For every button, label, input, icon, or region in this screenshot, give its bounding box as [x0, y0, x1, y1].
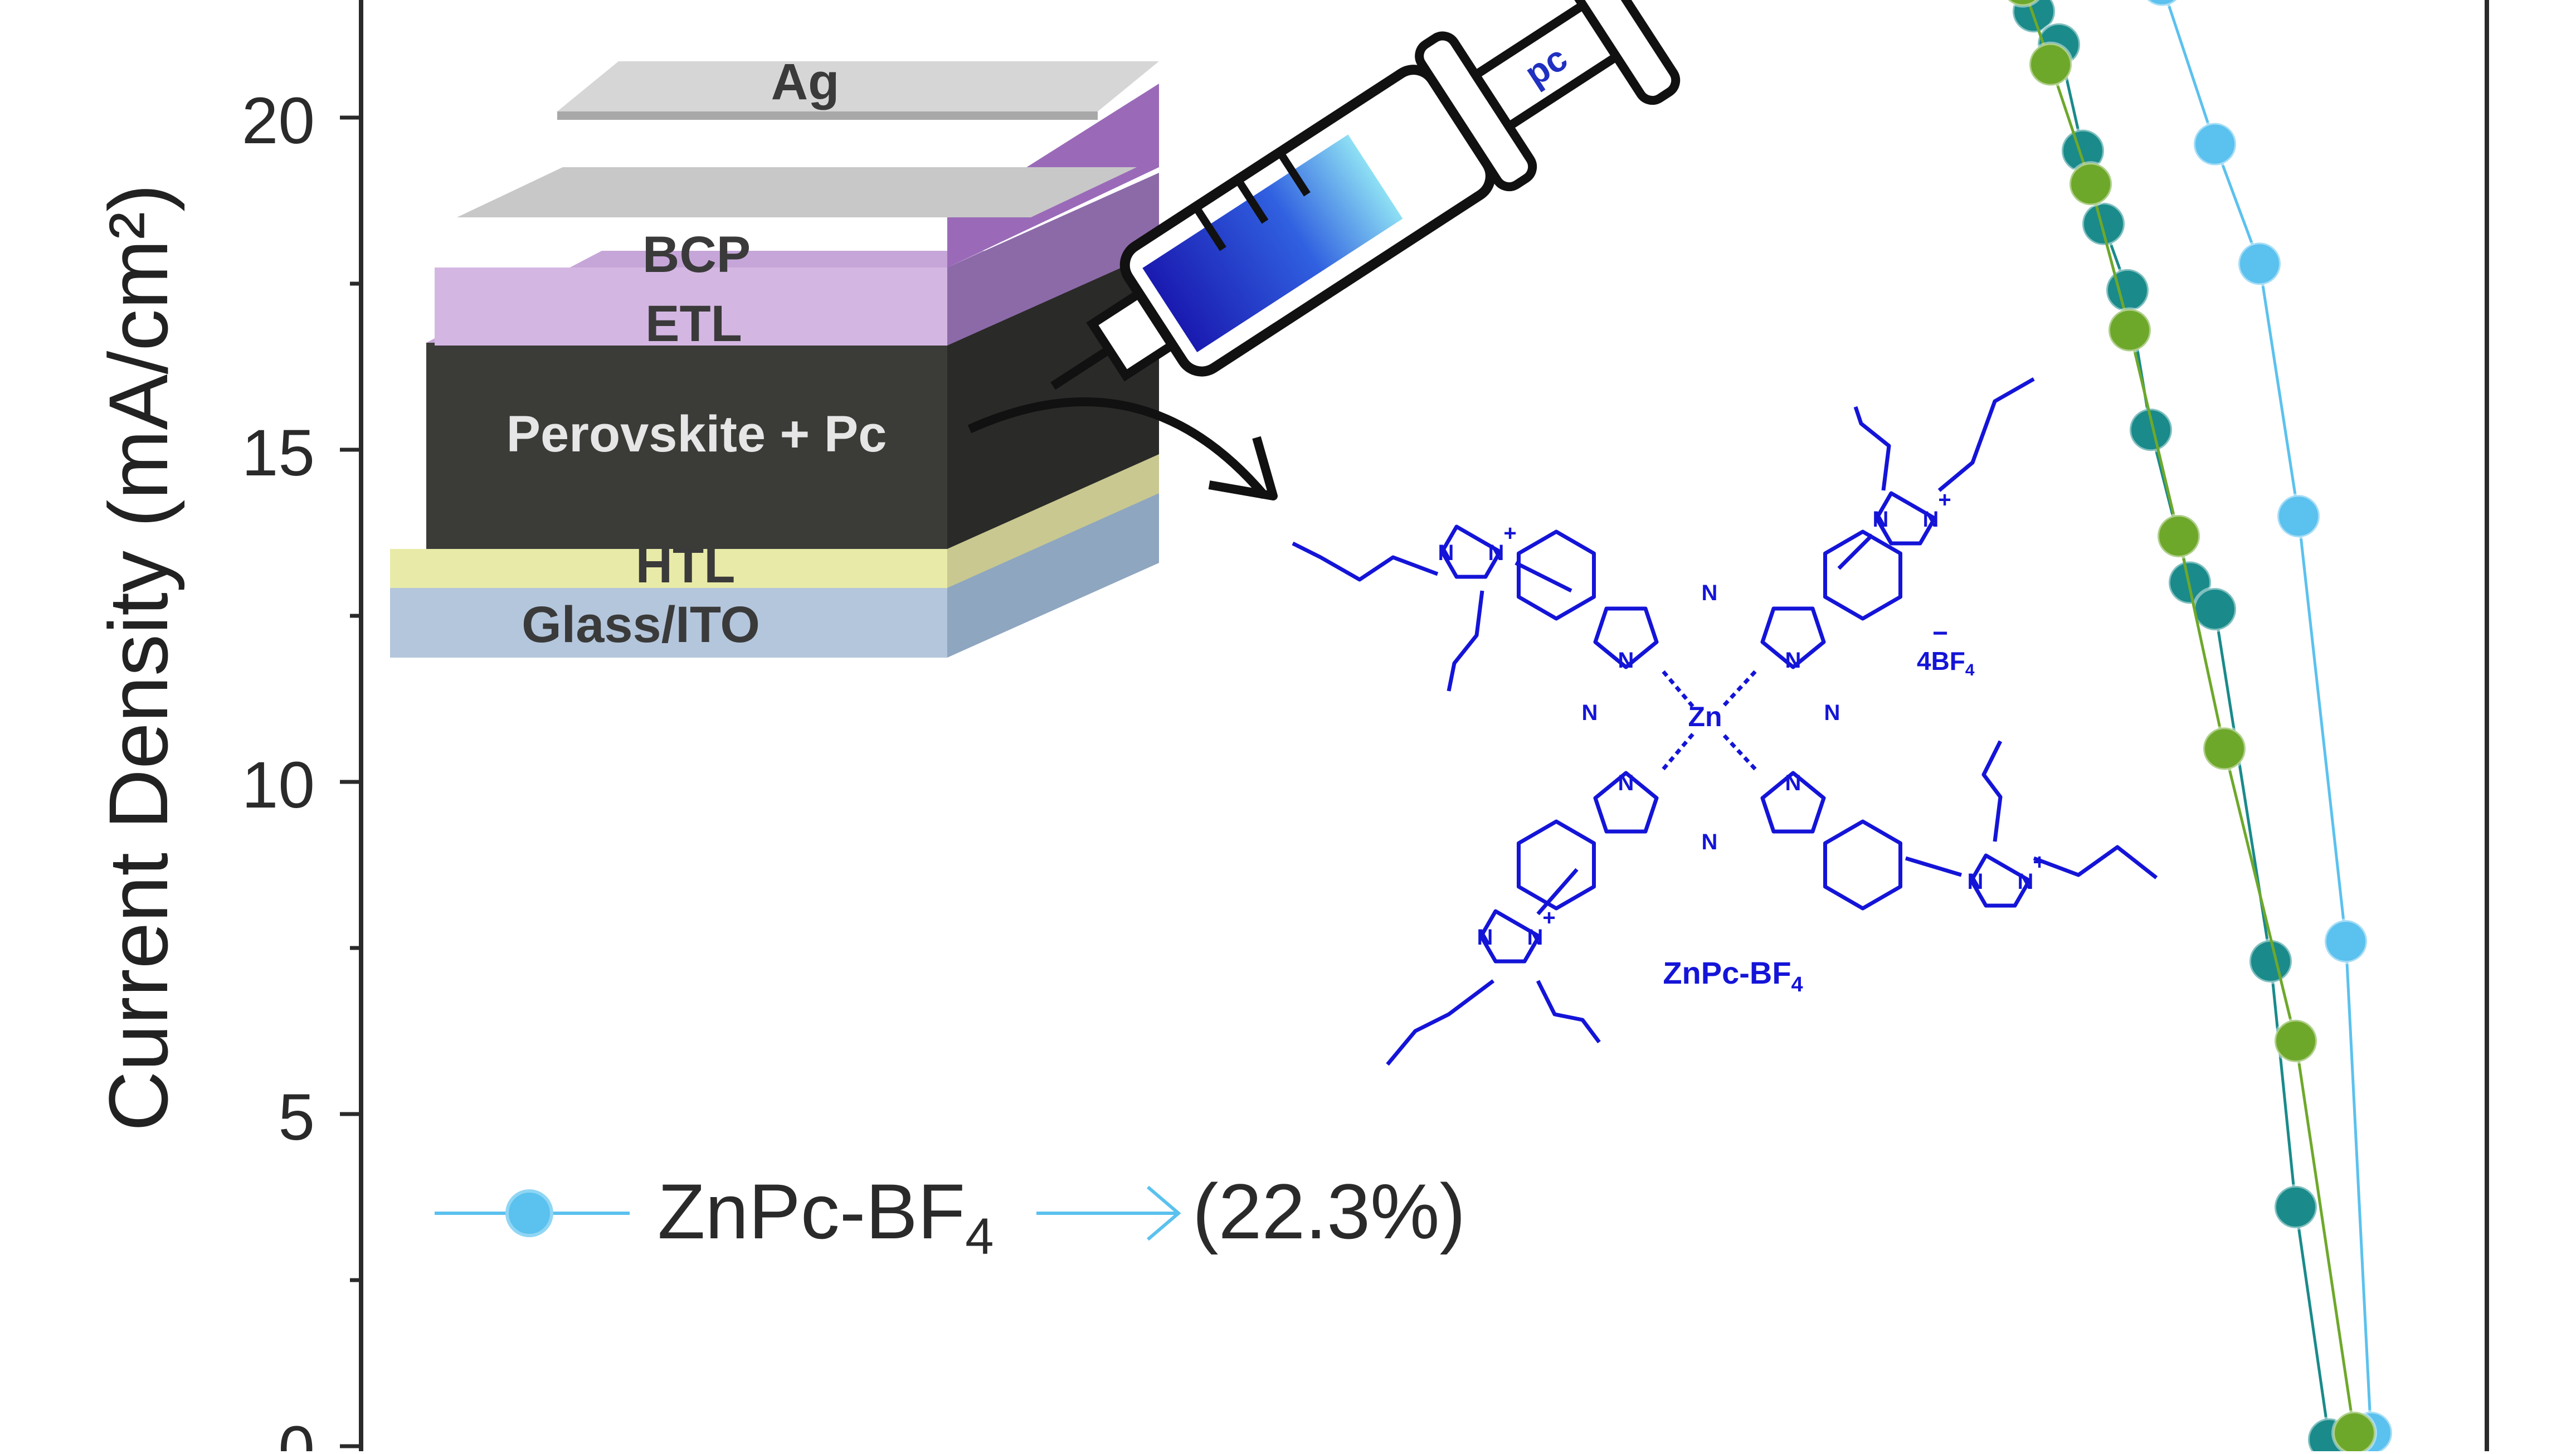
data-point [2145, 0, 2179, 8]
data-point [2202, 726, 2247, 772]
y-ticks [340, 115, 361, 1448]
data-point [2192, 586, 2238, 633]
series-line [2165, 0, 2373, 1433]
nitrogen-label: N [1527, 925, 1543, 950]
linker-bond [1905, 856, 1963, 877]
layer-ag-top [557, 61, 1159, 111]
data-point [2028, 41, 2073, 87]
indole-unit: N [1760, 529, 1902, 673]
layer-etl-front [435, 268, 947, 346]
charge-plus-label: + [2033, 850, 2046, 874]
syringe-icon: pc [1050, 0, 1681, 390]
legend-marker [505, 1189, 553, 1237]
layer-ag-edge [557, 111, 1098, 120]
charge-plus-label: + [1938, 488, 1951, 512]
data-point [2237, 241, 2282, 287]
nitrogen-label: N [1785, 648, 1801, 673]
meso-nitrogen-label: N [1702, 830, 1718, 854]
legend-label: ZnPc-BF4 [658, 1168, 994, 1265]
data-point [2323, 918, 2369, 965]
layer-perovskite-front [426, 343, 947, 549]
y-tick-label: 20 [242, 84, 315, 158]
data-point [2128, 407, 2174, 453]
data-point [2276, 493, 2321, 539]
series-layer [2005, 0, 2394, 1454]
y-tick-label: 10 [242, 748, 315, 822]
data-point [2192, 121, 2238, 167]
nitrogen-label: N [1438, 541, 1454, 565]
layer-htl-front [390, 549, 947, 588]
nitrogen-label: N [1477, 925, 1493, 950]
layer-bcp-label: BCP [642, 226, 751, 283]
legend: ZnPc-BF4 (22.3%) [435, 1168, 1465, 1265]
indole-unit: N [1760, 771, 1902, 911]
nitrogen-label: N [1785, 771, 1801, 795]
data-point [2248, 938, 2293, 984]
series-2 [2005, 0, 2377, 1454]
layer-ag-label: Ag [771, 54, 840, 110]
layer-etl-label: ETL [645, 295, 742, 352]
series-1 [2011, 0, 2352, 1454]
layer-silver-lower [457, 167, 1137, 217]
nitrogen-label: N [2018, 869, 2034, 894]
linker-bond [1837, 533, 1874, 570]
y-tick-labels: 0 5 10 15 20 [242, 84, 315, 1454]
layer-glass-side [947, 490, 1159, 658]
y-tick-label: 15 [242, 416, 315, 490]
meso-nitrogen-label: N [1582, 701, 1598, 725]
molecule-name: ZnPc-BF4 [1663, 955, 1803, 996]
data-point [2081, 201, 2126, 247]
nitrogen-label: N [1618, 771, 1634, 795]
data-point [2107, 307, 2153, 353]
series-0 [2145, 0, 2394, 1454]
legend-arrow-head [1147, 1185, 1181, 1241]
data-point [2273, 1184, 2319, 1230]
indole-unit: N [1517, 771, 1659, 911]
device-stack-inset: Glass/ITO HTL Perovskite + Pc ETL BCP Ag [390, 54, 1159, 658]
layer-etl-side [947, 173, 1159, 346]
data-point [2273, 1018, 2319, 1064]
charge-plus-label: + [1542, 906, 1555, 930]
data-point [2105, 267, 2150, 313]
counter-ion-label: 4BF4 [1917, 646, 1975, 679]
data-point [2068, 161, 2114, 207]
legend-annotation: (22.3%) [1192, 1168, 1465, 1255]
nitrogen-label: N [1968, 869, 1984, 894]
y-tick-label: 5 [278, 1081, 315, 1154]
meso-nitrogen-label: N [1824, 701, 1840, 725]
linker-bond [1536, 868, 1579, 916]
layer-glass-label: Glass/ITO [522, 596, 760, 653]
layer-glass-front [390, 585, 947, 658]
layer-perovskite-label: Perovskite + Pc [507, 406, 887, 463]
arrow-icon [967, 397, 1278, 500]
layer-htl-side [947, 454, 1159, 588]
nitrogen-label: N [1873, 507, 1889, 532]
nitrogen-label: N [1488, 541, 1504, 565]
indole-unit: N [1517, 529, 1659, 673]
charge-plus-label: + [1503, 521, 1516, 546]
linker-bond [1515, 561, 1572, 593]
data-point [2331, 1410, 2377, 1454]
zinc-label: Zn [1688, 701, 1722, 732]
nitrogen-label: N [1618, 648, 1634, 673]
counter-ion-charge: − [1932, 619, 1948, 648]
y-axis-label: Current Density (mA/cm²) [91, 184, 185, 1131]
meso-nitrogen-label: N [1702, 581, 1718, 605]
data-point [2005, 0, 2040, 8]
data-point [2156, 513, 2202, 559]
nitrogen-label: N [1923, 507, 1939, 532]
y-tick-label: 0 [278, 1413, 315, 1451]
